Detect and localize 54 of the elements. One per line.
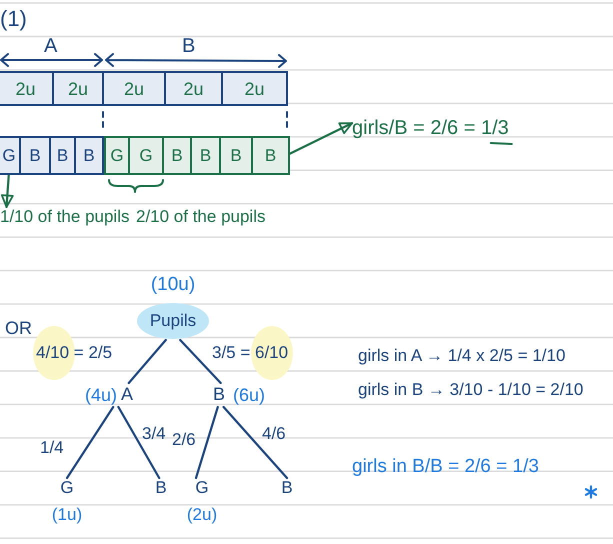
connector-line: [194, 406, 219, 480]
unit-label: (6u): [232, 384, 266, 406]
segment-label: G: [110, 144, 124, 166]
connector-line: [128, 338, 167, 384]
segment-label: B: [230, 144, 242, 166]
segment-label: B: [83, 144, 95, 166]
segment-label: 2u: [124, 78, 144, 100]
tree-node-label: Pupils: [148, 311, 198, 331]
segment-label: 2u: [183, 78, 204, 100]
working-line: girls in B → 3/10 - 1/10 = 2/10: [358, 380, 584, 400]
arrow: [288, 122, 354, 155]
edge-label: 4/10 = 2/5: [36, 343, 112, 364]
segment-label: 2u: [244, 78, 265, 100]
connector-line: [222, 406, 288, 480]
edge-label: 1/4: [40, 438, 64, 458]
working-line: girls in A → 1/4 x 2/5 = 1/10: [358, 346, 566, 366]
segment-label: B: [264, 144, 276, 166]
dimension-label: A: [44, 34, 58, 58]
bar-strip: [0, 136, 104, 175]
tree-node-label: G: [59, 478, 75, 498]
unit-label: (10u): [150, 274, 196, 296]
note-text: 2/10 of the pupils: [136, 207, 266, 228]
segment-label: B: [29, 144, 41, 166]
question-number: (1): [0, 6, 27, 32]
tree-node-label: B: [212, 384, 226, 404]
segment-label: B: [171, 144, 183, 166]
note-text: OR: [5, 318, 32, 340]
segment-label: G: [139, 144, 153, 166]
segment-label: 2u: [68, 78, 88, 100]
segment-label: 2u: [15, 78, 36, 100]
connector-line: [179, 338, 222, 384]
unit-label: (4u): [84, 384, 118, 406]
tree-node-label: G: [194, 478, 210, 498]
edge-label: 3/5 = 6/10: [212, 343, 288, 364]
note-text: 1/10 of the pupils: [0, 207, 130, 228]
edge-label: 4/6: [262, 424, 286, 444]
bar-strip: [104, 136, 290, 175]
unit-label: (2u): [186, 504, 218, 526]
bar-strip: [0, 71, 288, 106]
unit-label: (1u): [50, 504, 84, 526]
edge-label: 2/6: [172, 430, 196, 450]
bar-segment: [0, 138, 21, 173]
tree-node-label: A: [120, 384, 134, 404]
connector-line: [66, 406, 114, 480]
segment-label: G: [2, 144, 16, 166]
working-line: girls in B/B = 2/6 = 1/3: [352, 456, 539, 479]
tree-node-label: B: [280, 478, 294, 498]
segment-label: B: [200, 144, 212, 166]
dimension-label: B: [182, 34, 196, 58]
equation: girls/B = 2/6 = 1/3: [352, 116, 509, 140]
segment-label: B: [56, 144, 68, 166]
tree-node-label: B: [154, 478, 168, 498]
connector-line: [117, 406, 160, 480]
edge-label: 3/4: [142, 424, 166, 444]
